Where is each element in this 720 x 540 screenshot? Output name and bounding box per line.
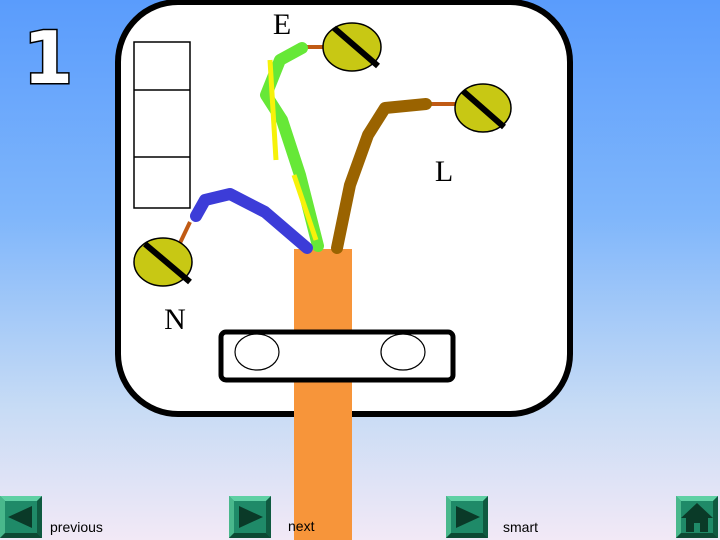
neutral-copper-end — [178, 221, 192, 244]
previous-label: previous — [50, 519, 103, 535]
grip-screw-left — [234, 333, 280, 371]
fuse-holder — [133, 41, 191, 209]
earth-terminal — [322, 22, 382, 72]
live-label: L — [435, 155, 453, 188]
arrow-right-icon — [239, 506, 263, 528]
cable-sheath — [294, 249, 352, 540]
smart-label: smart — [503, 519, 538, 535]
previous-button[interactable] — [0, 496, 42, 538]
live-terminal — [454, 83, 512, 133]
neutral-terminal — [133, 237, 193, 287]
earth-wire — [260, 42, 324, 252]
live-wire — [331, 98, 432, 254]
slide-number-badge: 1 — [21, 18, 74, 93]
neutral-wire — [190, 188, 313, 254]
arrow-right-icon — [456, 506, 480, 528]
home-button[interactable] — [676, 496, 718, 538]
smart-button[interactable] — [446, 496, 488, 538]
next-button[interactable] — [229, 496, 271, 538]
grip-screw-right — [380, 333, 426, 371]
home-icon — [681, 503, 713, 532]
earth-label: E — [273, 8, 291, 41]
arrow-left-icon — [8, 506, 32, 528]
cable-grip — [218, 329, 456, 383]
neutral-label: N — [164, 303, 186, 336]
next-label: next — [288, 518, 315, 534]
slide-number: 1 — [23, 18, 73, 93]
